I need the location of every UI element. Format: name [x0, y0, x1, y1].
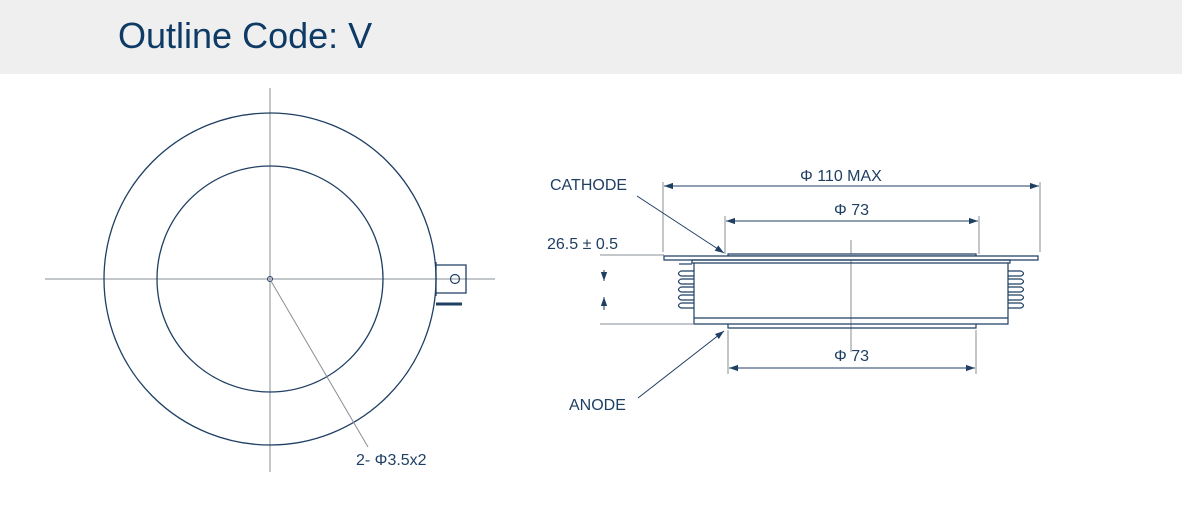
- overall-diameter-label: Φ 110 MAX: [800, 168, 882, 185]
- anode-label: ANODE: [569, 397, 626, 414]
- bottom-face-diameter-label: Φ 73: [834, 348, 869, 365]
- height-nominal: 26.5: [547, 236, 578, 253]
- center-hole: [267, 276, 273, 282]
- hole-callout-leader: [270, 280, 369, 448]
- height-tolerance: ± 0.5: [583, 236, 619, 253]
- anode-leader: [637, 330, 725, 399]
- top-view: 2- Φ3.5x2: [45, 88, 495, 472]
- cathode-leader: [636, 195, 725, 254]
- header-bar: Outline Code: V: [0, 0, 1182, 74]
- side-view: Φ 110 MAX Φ 73: [547, 168, 1041, 414]
- inner-pole-face-circle: [156, 165, 384, 393]
- device-body: [663, 253, 1039, 329]
- top-face-diameter-label: Φ 73: [834, 202, 869, 219]
- cathode-label: CATHODE: [550, 177, 627, 194]
- height-label: 26.5 ± 0.5: [547, 236, 618, 253]
- page-title: Outline Code: V: [118, 15, 373, 56]
- hole-callout-label: 2- Φ3.5x2: [356, 452, 427, 469]
- gate-terminal-tab: [435, 262, 467, 306]
